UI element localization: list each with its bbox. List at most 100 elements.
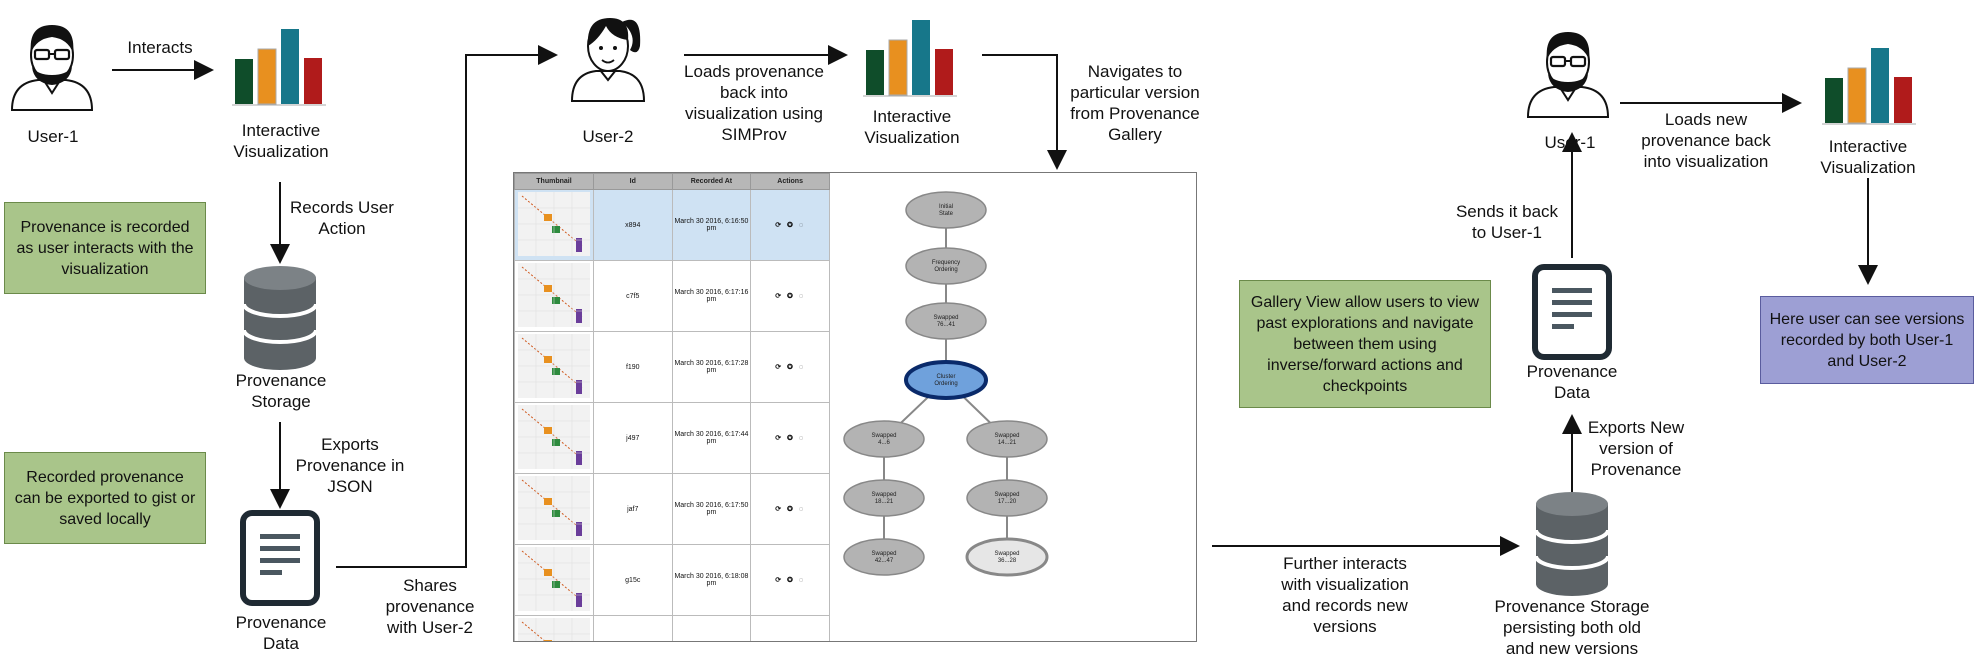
id-cell: ta76 (592, 615, 673, 641)
provenance-data-label: Provenance Data (235, 613, 327, 653)
loads-provenance-label: Loads provenance back into visualization… (684, 62, 824, 144)
actions-cell[interactable]: ⟳ ✪ ◌ (750, 189, 830, 261)
interactive-viz-label-3: Interactive Visualization (1820, 137, 1916, 177)
navigates-label: Navigates to particular version from Pro… (1070, 62, 1200, 144)
provenance-storage-both-label: Provenance Storage persisting both old a… (1494, 597, 1650, 658)
col-id: Id (592, 173, 673, 190)
user1-avatar-icon (10, 23, 94, 112)
id-cell: j497 (592, 402, 673, 474)
user1-label: User-1 (27, 127, 79, 146)
note-gallery: Gallery View allow users to view past ex… (1239, 280, 1491, 408)
recorded-at-cell: March 30 2016, 6:17:44 pm (671, 402, 752, 474)
thumbnail-matrix-icon (517, 263, 590, 327)
bar-chart-icon-3 (1821, 47, 1917, 125)
interactive-viz-label: Interactive Visualization (233, 121, 329, 161)
user2-label: User-2 (582, 127, 634, 146)
sends-back-label: Sends it back to User-1 (1455, 202, 1559, 242)
note-versions: Here user can see versions recorded by b… (1760, 296, 1974, 384)
thumbnail-matrix-icon (517, 405, 590, 469)
actions-cell[interactable]: ⟳ ✪ ◌ (750, 473, 830, 545)
id-cell: f190 (592, 331, 673, 403)
thumbnail-matrix-icon (517, 192, 590, 256)
id-cell: x894 (592, 189, 673, 261)
col-actions: Actions (750, 173, 830, 190)
actions-cell[interactable]: ⟳ ✪ ◌ (750, 331, 830, 403)
thumbnail-cell[interactable] (514, 615, 594, 641)
id-cell: g15c (592, 544, 673, 616)
database-icon (242, 264, 318, 372)
arrow-shares (336, 45, 558, 568)
exports-json-label: Exports Provenance in JSON (295, 435, 405, 496)
table-row[interactable]: ta76March 30 2016, 6:21:25 pm⟳ ✪ ◌ (514, 615, 830, 641)
user1-right-label: User-1 (1544, 133, 1596, 152)
user2-avatar-icon (571, 17, 645, 102)
thumbnail-matrix-icon (517, 618, 590, 641)
user1-right-avatar-icon (1526, 30, 1610, 119)
thumbnail-cell[interactable] (514, 189, 594, 261)
bar-chart-icon-2 (862, 19, 958, 97)
actions-cell[interactable]: ⟳ ✪ ◌ (750, 615, 830, 641)
note-recorded: Provenance is recorded as user interacts… (4, 202, 206, 294)
recorded-at-cell: March 30 2016, 6:17:16 pm (671, 260, 752, 332)
recorded-at-cell: March 30 2016, 6:17:28 pm (671, 331, 752, 403)
note-exported: Recorded provenance can be exported to g… (4, 452, 206, 544)
thumbnail-matrix-icon (517, 547, 590, 611)
recorded-at-cell: March 30 2016, 6:16:50 pm (671, 189, 752, 261)
records-action-label: Records User Action (290, 198, 394, 238)
thumbnail-cell[interactable] (514, 402, 594, 474)
col-recorded-at: Recorded At (671, 173, 752, 190)
thumbnail-cell[interactable] (514, 473, 594, 545)
thumbnail-cell[interactable] (514, 331, 594, 403)
document-icon-2 (1535, 267, 1609, 357)
further-interacts-label: Further interacts with visualization and… (1281, 554, 1409, 636)
bar-chart-icon (231, 28, 327, 106)
database-icon-2 (1534, 490, 1610, 598)
id-cell: c7f5 (592, 260, 673, 332)
recorded-at-cell: March 30 2016, 6:21:25 pm (671, 615, 752, 641)
actions-cell[interactable]: ⟳ ✪ ◌ (750, 260, 830, 332)
thumbnail-cell[interactable] (514, 260, 594, 332)
thumbnail-matrix-icon (517, 334, 590, 398)
interactive-viz-label-2: Interactive Visualization (864, 107, 960, 147)
document-icon (243, 513, 317, 603)
arrow-navigates (982, 54, 1067, 170)
thumbnail-cell[interactable] (514, 544, 594, 616)
actions-cell[interactable]: ⟳ ✪ ◌ (750, 544, 830, 616)
provenance-data-label-2: Provenance Data (1526, 362, 1618, 402)
interacts-label: Interacts (127, 38, 193, 57)
id-cell: jaf7 (592, 473, 673, 545)
provenance-storage-label: Provenance Storage (235, 371, 327, 411)
exports-new-label: Exports New version of Provenance (1587, 418, 1685, 479)
shares-provenance-label: Shares provenance with User-2 (385, 576, 475, 637)
loads-new-label: Loads new provenance back into visualiza… (1641, 110, 1771, 171)
